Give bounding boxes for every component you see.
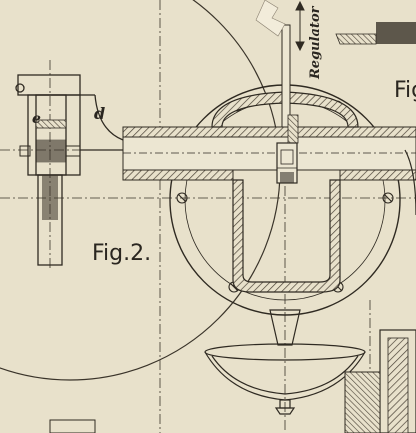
shaft-sleeve-top: [122, 126, 416, 138]
shaft: [122, 136, 416, 171]
right-partial-machinery: [335, 22, 416, 433]
clutch-block: [35, 139, 67, 163]
annotation-e: e: [32, 111, 41, 127]
figure-label: Fig.2.: [92, 241, 152, 266]
regulator-arrow: [295, 0, 305, 52]
housing-lower-chamber: [232, 179, 341, 293]
adjacent-figure-label: Fig: [394, 78, 416, 103]
torn-paper-corner: [255, 0, 286, 37]
regulator-label: Regulator: [308, 6, 323, 79]
regulator-rod: [281, 24, 291, 128]
shaft-sleeve-bottom-left: [122, 169, 234, 181]
housing-dome: [211, 91, 359, 128]
shaft-sleeve-bottom-right: [339, 169, 416, 181]
annotation-d: d: [94, 104, 106, 123]
